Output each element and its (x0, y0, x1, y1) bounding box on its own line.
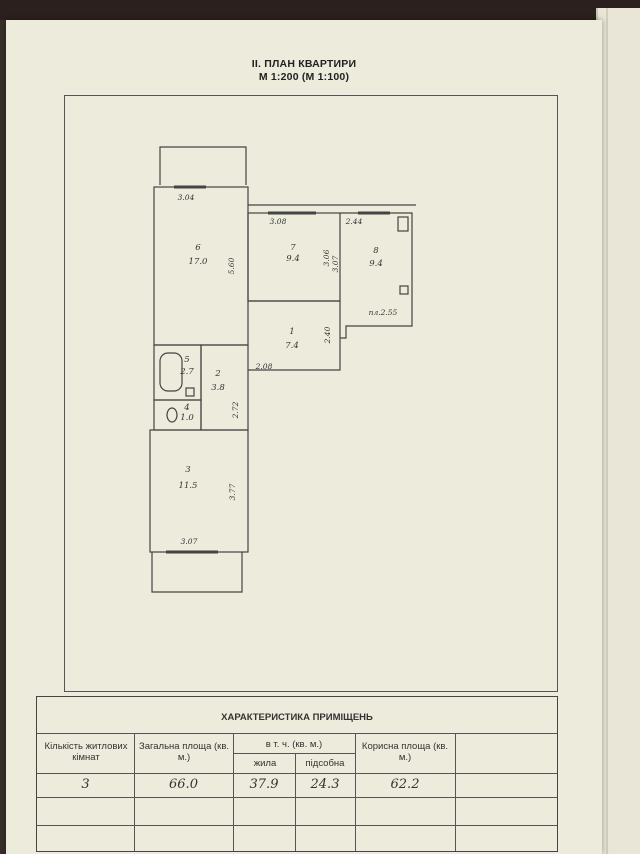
stove-icon (397, 216, 409, 232)
characteristics-table: ХАРАКТЕРИСТИКА ПРИМІЩЕНЬ Кількість житло… (36, 696, 558, 852)
header-auxiliary: підсобна (305, 758, 345, 769)
table-line (233, 733, 234, 851)
room-8-outline (340, 212, 413, 339)
dimension-label: 3.06 (322, 249, 331, 266)
value-living-area: 37.9 (249, 777, 279, 792)
room-area: 17.0 (189, 257, 209, 267)
dimension-label: 3.07 (181, 537, 198, 546)
header-including: в т. ч. (кв. м.) (265, 739, 323, 750)
room-number: 2 (214, 369, 220, 379)
plan-frame (64, 95, 558, 692)
dimension-label: 2.72 (231, 401, 240, 419)
page-fold (606, 8, 608, 854)
room-area: 3.8 (211, 383, 225, 393)
dimension-label: 3.04 (178, 193, 195, 202)
stove-area-label: пл.2.55 (369, 308, 398, 317)
background-top (0, 0, 640, 20)
adjacent-page (596, 8, 640, 854)
table-line (37, 733, 557, 734)
room-number: 3 (185, 465, 190, 475)
document-sheet: II. ПЛАН КВАРТИРИ М 1:200 (М 1:100) (6, 20, 602, 854)
balcony-top (159, 146, 247, 185)
kitchen-sink-icon (399, 285, 409, 295)
dimension-label: 5.60 (227, 257, 236, 274)
dimension-label: 2.40 (323, 326, 332, 344)
room-number: 4 (183, 403, 189, 413)
room-area: 9.4 (369, 259, 383, 269)
dimension-label: 2.44 (345, 217, 363, 226)
header-living: жила (253, 758, 277, 769)
dimension-label: 3.07 (331, 255, 340, 272)
header-useful-area: Корисна площа (кв. м.) (361, 741, 449, 763)
value-total-area: 66.0 (169, 777, 198, 792)
table-line (455, 733, 456, 851)
room-area: 1.0 (180, 413, 194, 423)
value-rooms-count: 3 (81, 777, 90, 792)
room-area: 7.4 (285, 341, 299, 351)
table-line (134, 733, 135, 851)
table-line (355, 733, 356, 851)
dimension-label: 3.08 (270, 217, 287, 226)
sink-icon (185, 387, 195, 397)
room-number: 8 (373, 246, 379, 256)
dimension-label: 2.08 (255, 362, 273, 371)
room-area: 11.5 (179, 481, 198, 491)
room-number: 5 (184, 355, 189, 365)
table-title: ХАРАКТЕРИСТИКА ПРИМІЩЕНЬ (221, 712, 373, 723)
balcony-bottom (151, 552, 243, 593)
bathtub-icon (159, 352, 183, 392)
room-1-outline (248, 300, 341, 371)
table-line (37, 773, 557, 774)
document-title: II. ПЛАН КВАРТИРИ (251, 58, 357, 70)
header-rooms-count: Кількість житлових кімнат (44, 741, 128, 763)
table-line (233, 753, 355, 754)
toilet-icon (166, 407, 178, 423)
floor-plan: 6 17.0 7 9.4 8 9.4 1 7.4 5 2.7 2 3.8 4 1… (149, 146, 416, 593)
dimension-label: 3.77 (228, 483, 237, 500)
table-line (295, 753, 296, 851)
table-line (37, 825, 557, 826)
header-total-area: Загальна площа (кв. м.) (138, 741, 230, 763)
room-number: 6 (195, 243, 201, 253)
table-line (37, 797, 557, 798)
value-auxiliary-area: 24.3 (310, 777, 340, 792)
document-scale: М 1:200 (М 1:100) (258, 71, 350, 83)
room-number: 1 (289, 327, 294, 337)
room-number: 7 (290, 243, 296, 253)
value-useful-area: 62.2 (390, 777, 420, 792)
room-area: 9.4 (286, 254, 300, 264)
room-area: 2.7 (179, 367, 194, 377)
